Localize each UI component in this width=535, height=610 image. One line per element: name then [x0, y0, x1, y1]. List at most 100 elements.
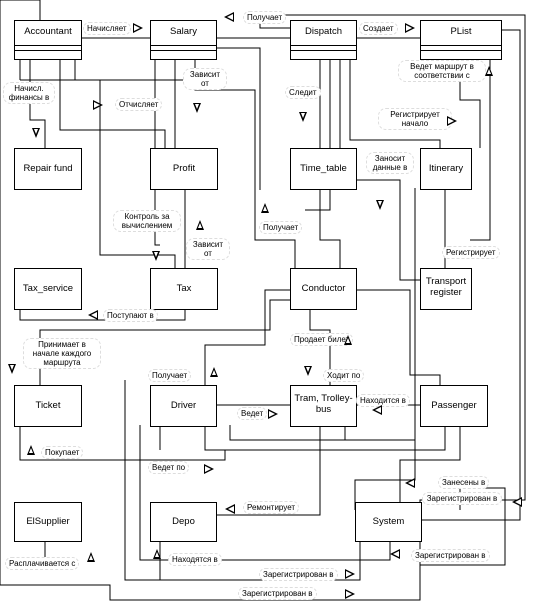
direction-arrow-icon [87, 552, 95, 562]
label-sledit: Следит [285, 86, 321, 99]
class-name: Time_table [300, 163, 347, 174]
label-zaregistrirovan-2: Зарегистрирован в [411, 549, 490, 562]
class-name: Conductor [301, 283, 346, 294]
direction-arrow-icon [8, 364, 16, 374]
direction-arrow-icon [344, 335, 352, 345]
direction-arrow-icon [512, 497, 522, 507]
label-prodaet-bilet: Продает билет [290, 333, 354, 346]
class-profit[interactable]: Profit [150, 148, 218, 190]
direction-arrow-icon [447, 116, 457, 126]
direction-arrow-icon [304, 366, 312, 376]
operation-divider [151, 50, 216, 51]
class-passenger[interactable]: Passenger [420, 385, 488, 427]
class-accountant[interactable]: Accountant [14, 20, 82, 60]
class-name: ElSupplier [26, 516, 70, 527]
direction-arrow-icon [93, 100, 103, 110]
operation-divider [421, 50, 501, 51]
label-vedet: Ведет [237, 407, 268, 420]
class-tax[interactable]: Tax [150, 268, 218, 310]
label-registriruet-nachalo: Регистрирует начало [378, 108, 452, 130]
direction-arrow-icon [345, 569, 355, 579]
direction-arrow-icon [133, 23, 143, 33]
label-poluchaet-top: Получает [243, 11, 287, 24]
class-name: Driver [170, 400, 197, 411]
class-plist[interactable]: PList [420, 20, 502, 60]
class-ticket[interactable]: Ticket [14, 385, 82, 427]
direction-arrow-icon [390, 549, 400, 559]
label-postupayut: Поступают в [103, 309, 158, 322]
label-sozdaet: Создает [359, 22, 398, 35]
direction-arrow-icon [405, 478, 415, 488]
label-zaregistrirovan-3: Зарегистрирован в [259, 568, 338, 581]
class-name: System [372, 516, 405, 527]
direction-arrow-icon [27, 445, 35, 455]
label-zanosit-dannye: Заносит данные в [366, 152, 414, 174]
class-name: Profit [172, 163, 196, 174]
label-remontiruet: Ремонтирует [243, 501, 300, 514]
direction-arrow-icon [268, 409, 278, 419]
label-nachisl-finansy: Начисл. финансы в [3, 82, 55, 104]
label-nahoditsya-v-1: Находится в [356, 394, 410, 407]
class-transport-register[interactable]: Transport register [420, 268, 472, 310]
direction-arrow-icon [88, 310, 98, 320]
class-tram-trolleybus[interactable]: Tram, Trolley-bus [290, 385, 357, 427]
class-name: Repair fund [23, 163, 73, 174]
direction-arrow-icon [345, 589, 355, 599]
label-pokupaet: Покупает [41, 446, 84, 459]
direction-arrow-icon [485, 66, 493, 76]
class-name: Itinerary [428, 163, 464, 174]
label-zaneseny-v: Занесены в [438, 476, 490, 489]
label-vedet-po: Ведет по [148, 461, 190, 474]
attribute-divider [291, 45, 356, 46]
class-time-table[interactable]: Time_table [290, 148, 357, 190]
class-driver[interactable]: Driver [150, 385, 217, 427]
direction-arrow-icon [372, 405, 382, 415]
label-poluchaet-driver: Получает [148, 369, 192, 382]
label-registriruet: Регистрирует [442, 246, 500, 259]
label-zavisit-ot-2: Зависит от [186, 238, 230, 260]
direction-arrow-icon [224, 12, 234, 22]
class-depo[interactable]: Depo [150, 502, 217, 542]
class-conductor[interactable]: Conductor [290, 268, 357, 310]
attribute-divider [151, 45, 216, 46]
class-name: Salary [170, 26, 197, 37]
label-kontrol: Контроль за вычислением [113, 210, 181, 232]
class-name: Tax [176, 283, 192, 294]
attribute-divider [421, 45, 501, 46]
class-name: Dispatch [305, 26, 342, 37]
label-zaregistrirovan-4: Зарегистрирован в [238, 587, 317, 600]
direction-arrow-icon [196, 220, 204, 230]
direction-arrow-icon [152, 251, 160, 261]
label-vedet-marshrut: Ведет маршрут в соответствии с [398, 60, 486, 82]
class-salary[interactable]: Salary [150, 20, 217, 60]
direction-arrow-icon [204, 464, 214, 474]
operation-divider [15, 50, 81, 51]
label-rasplachivaetsya: Расплачивается с [5, 557, 80, 570]
label-prinimaet: Принимает в начале каждого маршрута [23, 338, 101, 369]
direction-arrow-icon [405, 23, 415, 33]
direction-arrow-icon [261, 203, 269, 213]
class-repair-fund[interactable]: Repair fund [14, 148, 82, 190]
label-zaregistrirovan-1: Зарегистрирован в [422, 492, 502, 505]
label-nahodyatsya-v: Находятся в [168, 553, 222, 566]
direction-arrow-icon [225, 504, 235, 514]
class-name: Accountant [24, 26, 72, 37]
direction-arrow-icon [153, 549, 161, 559]
class-name: PList [450, 26, 472, 37]
direction-arrow-icon [210, 367, 218, 377]
class-name: Ticket [35, 400, 61, 411]
class-dispatch[interactable]: Dispatch [290, 20, 357, 60]
label-hodit-po: Ходит по [323, 369, 365, 382]
class-itinerary[interactable]: Itinerary [420, 148, 472, 190]
class-name: Transport register [425, 276, 467, 298]
class-name: Tram, Trolley-bus [294, 393, 353, 415]
class-name: Passenger [431, 400, 477, 411]
label-zavisit-ot-1: Зависит от [183, 68, 227, 90]
class-tax-service[interactable]: Tax_service [14, 268, 82, 310]
attribute-divider [15, 45, 81, 46]
class-name: Depo [172, 516, 195, 527]
direction-arrow-icon [376, 200, 384, 210]
class-elsupplier[interactable]: ElSupplier [14, 502, 82, 542]
class-system[interactable]: System [355, 502, 422, 542]
